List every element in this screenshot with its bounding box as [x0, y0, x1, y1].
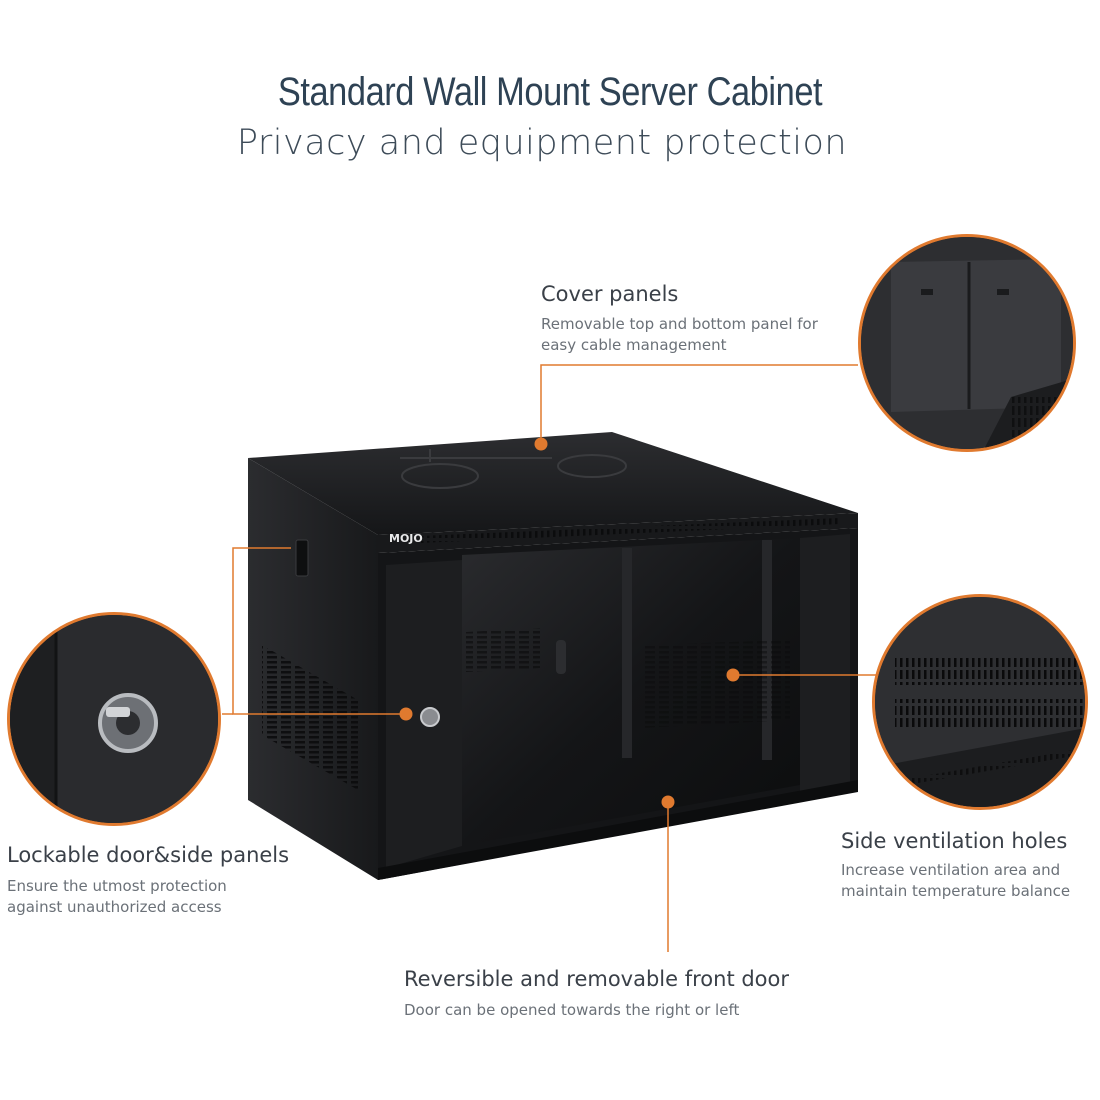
brand-logo: MOJO — [389, 532, 423, 545]
ventilation-desc-2: maintain temperature balance — [841, 882, 1071, 900]
ventilation-heading: Side ventilation holes — [841, 829, 1068, 853]
cover-panels-desc-1: Removable top and bottom panel for — [541, 315, 818, 333]
lockable-desc-1: Ensure the utmost protection — [7, 877, 227, 895]
cable-port — [557, 454, 627, 478]
cover-panels-heading: Cover panels — [541, 282, 679, 306]
page-title: Standard Wall Mount Server Cabinet — [277, 70, 823, 114]
front-door-heading: Reversible and removable front door — [404, 967, 790, 991]
zoom-lock — [7, 612, 221, 826]
zoom-ventilation — [872, 594, 1088, 810]
cover-panels-desc-2: easy cable management — [541, 336, 727, 354]
door-lock — [420, 707, 440, 727]
cable-port — [401, 463, 479, 489]
lockable-desc-2: against unauthorized access — [7, 898, 222, 916]
page-subtitle: Privacy and equipment protection — [236, 123, 848, 163]
ventilation-desc-1: Increase ventilation area and — [841, 861, 1061, 879]
zoom-cover-panels — [858, 234, 1076, 452]
side-panel-latch — [295, 539, 309, 577]
front-door-desc: Door can be opened towards the right or … — [404, 1001, 740, 1019]
lockable-heading: Lockable door&side panels — [7, 843, 290, 867]
door-handle — [556, 640, 566, 674]
